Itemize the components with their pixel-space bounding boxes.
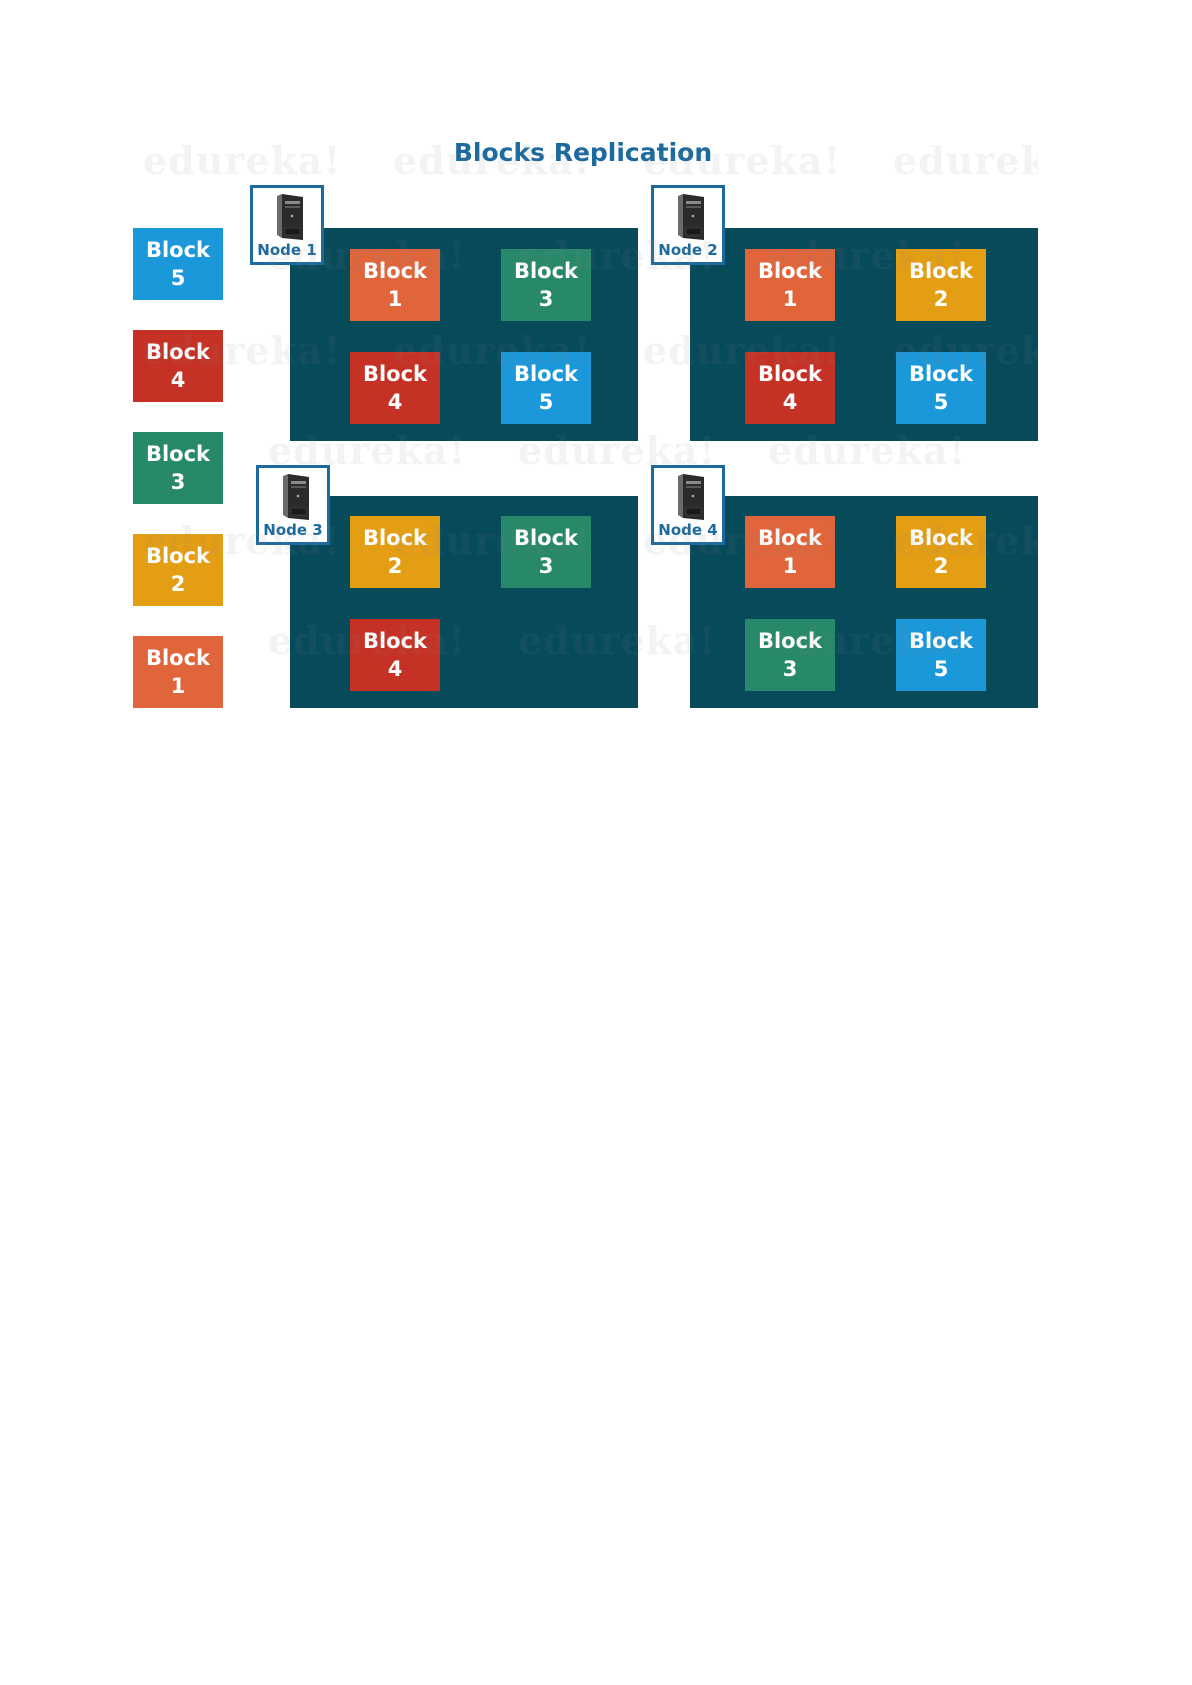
source-block-3: Block 3: [133, 432, 223, 504]
block-number: 1: [170, 674, 186, 698]
block-label: Block: [757, 259, 823, 283]
block-label: Block: [145, 544, 211, 568]
node-2-block-5: Block 5: [896, 352, 986, 424]
server-tower-icon: [277, 194, 303, 240]
block-label: Block: [513, 362, 579, 386]
blocks-replication-figure: Blocks Replication Block 5 Block 4 Block…: [128, 128, 1038, 726]
node-1-label-box: Node 1: [250, 185, 324, 265]
server-tower-icon: [678, 474, 704, 520]
source-block-1: Block 1: [133, 636, 223, 708]
node-3-label-box: Node 3: [256, 465, 330, 545]
block-label: Block: [757, 362, 823, 386]
block-number: 3: [538, 554, 554, 578]
node-4-block-2: Block 2: [896, 516, 986, 588]
block-number: 1: [387, 287, 403, 311]
node-4-label-box: Node 4: [651, 465, 725, 545]
node-1-block-4: Block 4: [350, 352, 440, 424]
block-number: 4: [387, 657, 403, 681]
node-1-block-5: Block 5: [501, 352, 591, 424]
block-label: Block: [145, 238, 211, 262]
block-number: 3: [538, 287, 554, 311]
node-2-label-box: Node 2: [651, 185, 725, 265]
block-label: Block: [908, 526, 974, 550]
node-2-block-2: Block 2: [896, 249, 986, 321]
node-2-block-4: Block 4: [745, 352, 835, 424]
block-label: Block: [145, 646, 211, 670]
block-number: 2: [933, 554, 949, 578]
node-1-label: Node 1: [257, 241, 317, 259]
block-label: Block: [362, 362, 428, 386]
block-label: Block: [908, 259, 974, 283]
block-number: 5: [170, 266, 186, 290]
block-label: Block: [362, 629, 428, 653]
block-number: 4: [170, 368, 186, 392]
node-4-block-1: Block 1: [745, 516, 835, 588]
block-number: 1: [782, 287, 798, 311]
node-3-block-4: Block 4: [350, 619, 440, 691]
block-number: 3: [170, 470, 186, 494]
block-label: Block: [757, 629, 823, 653]
node-4-block-3: Block 3: [745, 619, 835, 691]
figure-title: Blocks Replication: [453, 138, 713, 167]
block-number: 5: [538, 390, 554, 414]
block-label: Block: [908, 362, 974, 386]
source-block-4: Block 4: [133, 330, 223, 402]
node-3-block-2: Block 2: [350, 516, 440, 588]
block-number: 4: [387, 390, 403, 414]
node-2-block-1: Block 1: [745, 249, 835, 321]
node-2-label: Node 2: [658, 241, 718, 259]
block-label: Block: [757, 526, 823, 550]
node-4-label: Node 4: [658, 521, 718, 539]
server-tower-icon: [678, 194, 704, 240]
node-3-block-3: Block 3: [501, 516, 591, 588]
server-tower-icon: [283, 474, 309, 520]
block-number: 4: [782, 390, 798, 414]
block-number: 1: [782, 554, 798, 578]
block-number: 2: [387, 554, 403, 578]
node-1-block-3: Block 3: [501, 249, 591, 321]
block-label: Block: [362, 259, 428, 283]
source-block-2: Block 2: [133, 534, 223, 606]
block-number: 3: [782, 657, 798, 681]
block-label: Block: [908, 629, 974, 653]
block-label: Block: [362, 526, 428, 550]
block-label: Block: [513, 526, 579, 550]
block-number: 2: [170, 572, 186, 596]
block-number: 5: [933, 657, 949, 681]
block-label: Block: [513, 259, 579, 283]
node-4-block-5: Block 5: [896, 619, 986, 691]
block-number: 5: [933, 390, 949, 414]
node-1-block-1: Block 1: [350, 249, 440, 321]
source-block-5: Block 5: [133, 228, 223, 300]
block-label: Block: [145, 442, 211, 466]
block-number: 2: [933, 287, 949, 311]
node-3-label: Node 3: [263, 521, 323, 539]
block-label: Block: [145, 340, 211, 364]
